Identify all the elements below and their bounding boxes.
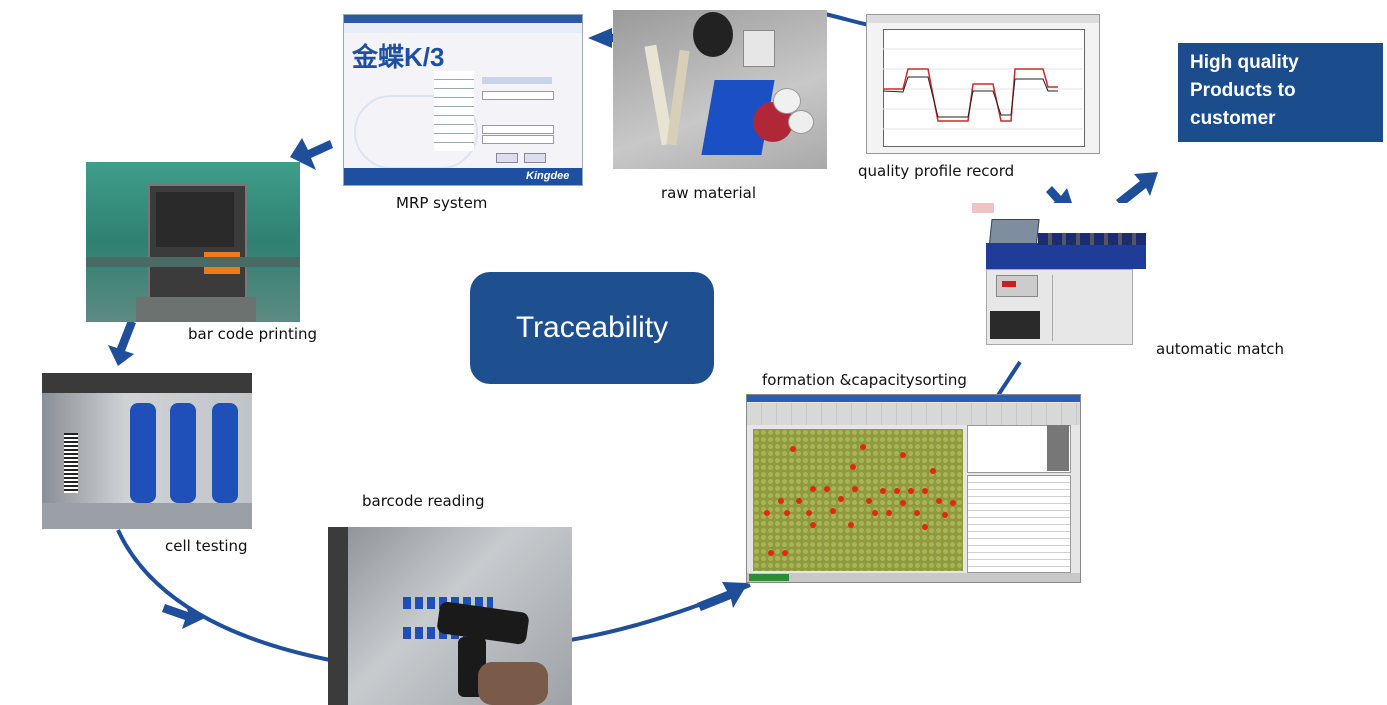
caption-automatic-match: automatic match [1156,340,1285,358]
bar-code-printer-photo [86,162,300,322]
cell-grid-map [753,429,963,571]
arrow-mrp-to-printer [290,138,333,170]
caption-formation-sorting: formation &capacitysorting [762,371,967,389]
sorting-red-cells [764,444,956,556]
arrow-testing-curve [162,603,205,629]
formation-sorting-screenshot [746,394,1081,583]
raw-material-photo [613,10,827,169]
barcode-reading-photo [328,527,572,705]
arrow-match-to-customer [1116,172,1158,207]
caption-barcode-reading: barcode reading [362,492,485,510]
traceability-label: Traceability [470,272,714,384]
caption-cell-testing: cell testing [165,537,248,555]
arrow-printer-to-testing [108,320,136,366]
caption-raw-material: raw material [661,184,757,202]
cell-testing-photo [42,373,252,529]
caption-quality-profile: quality profile record [858,162,1015,180]
kingdee-brand: Kingdee [526,170,570,182]
quality-profile-curve [883,48,1083,130]
high-quality-output-box: High quality Products to customer [1178,43,1383,142]
k3-logo: 金蝶K/3 [352,42,445,72]
mrp-system-screenshot: 金蝶K/3 Kingdee [343,14,583,186]
caption-mrp-system: MRP system [396,194,488,212]
arrow-raw-to-mrp [588,28,626,48]
arrow-reading-to-sorting [697,582,748,611]
automatic-match-machine-photo [968,203,1158,353]
quality-profile-chart-screenshot [866,14,1100,154]
caption-bar-code-printing: bar code printing [188,325,318,343]
